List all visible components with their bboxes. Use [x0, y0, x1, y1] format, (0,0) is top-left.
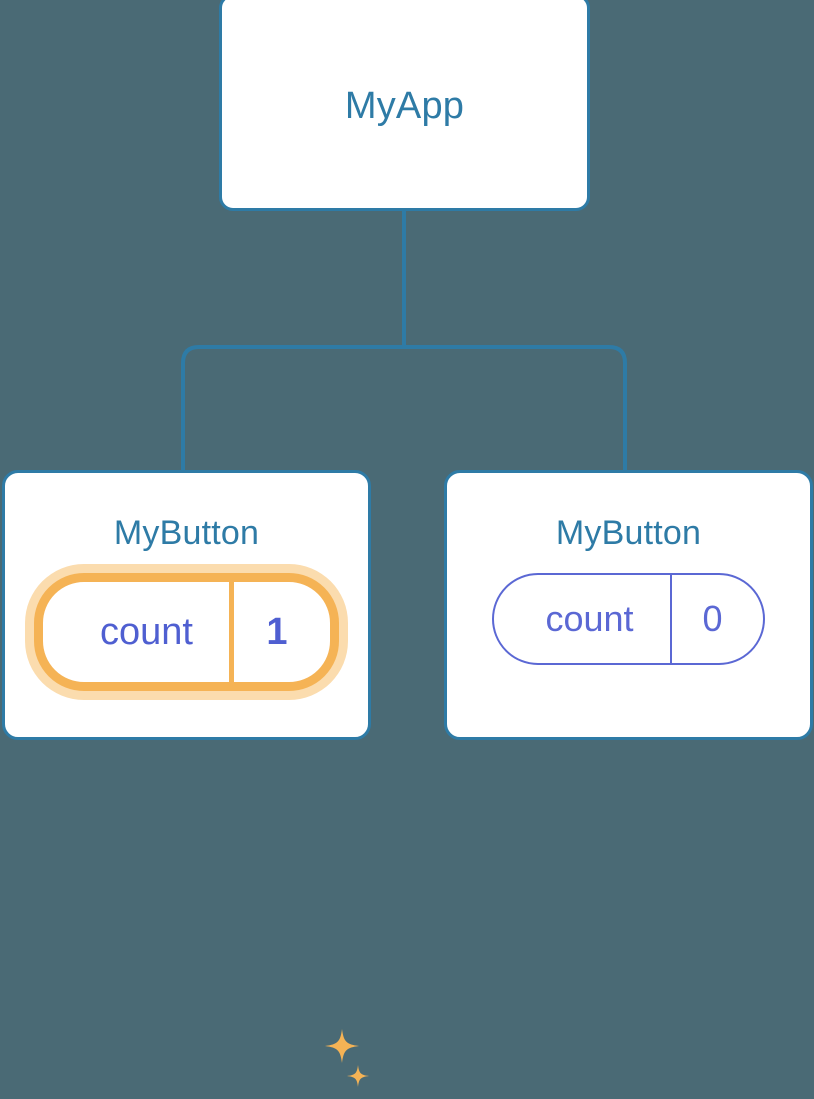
sparkle-icon-small	[347, 1065, 369, 1087]
prop-value-left: 1	[229, 582, 329, 682]
sparkle-icon-large	[325, 1029, 359, 1063]
node-mybutton-right-title: MyButton	[555, 514, 702, 552]
prop-pill-wrap-left: count 1	[5, 573, 368, 691]
prop-pill-left[interactable]: count 1	[34, 573, 339, 691]
connector-branch-right	[404, 345, 627, 470]
prop-key-right: count	[545, 598, 634, 639]
prop-value-right: 0	[670, 575, 762, 663]
connector-branch-left	[181, 345, 404, 470]
node-myapp-title: MyApp	[344, 85, 465, 127]
prop-pill-right[interactable]: count 0	[492, 573, 765, 665]
node-myapp[interactable]: MyApp	[219, 0, 590, 211]
node-mybutton-right[interactable]: MyButton count 0	[444, 470, 813, 740]
node-mybutton-left[interactable]: MyButton count 1	[2, 470, 371, 1087]
prop-pill-wrap-right: count 0	[447, 573, 810, 665]
prop-key-left: count	[99, 610, 193, 653]
node-mybutton-left-title: MyButton	[113, 514, 260, 552]
sparkle-group	[325, 1029, 369, 1087]
